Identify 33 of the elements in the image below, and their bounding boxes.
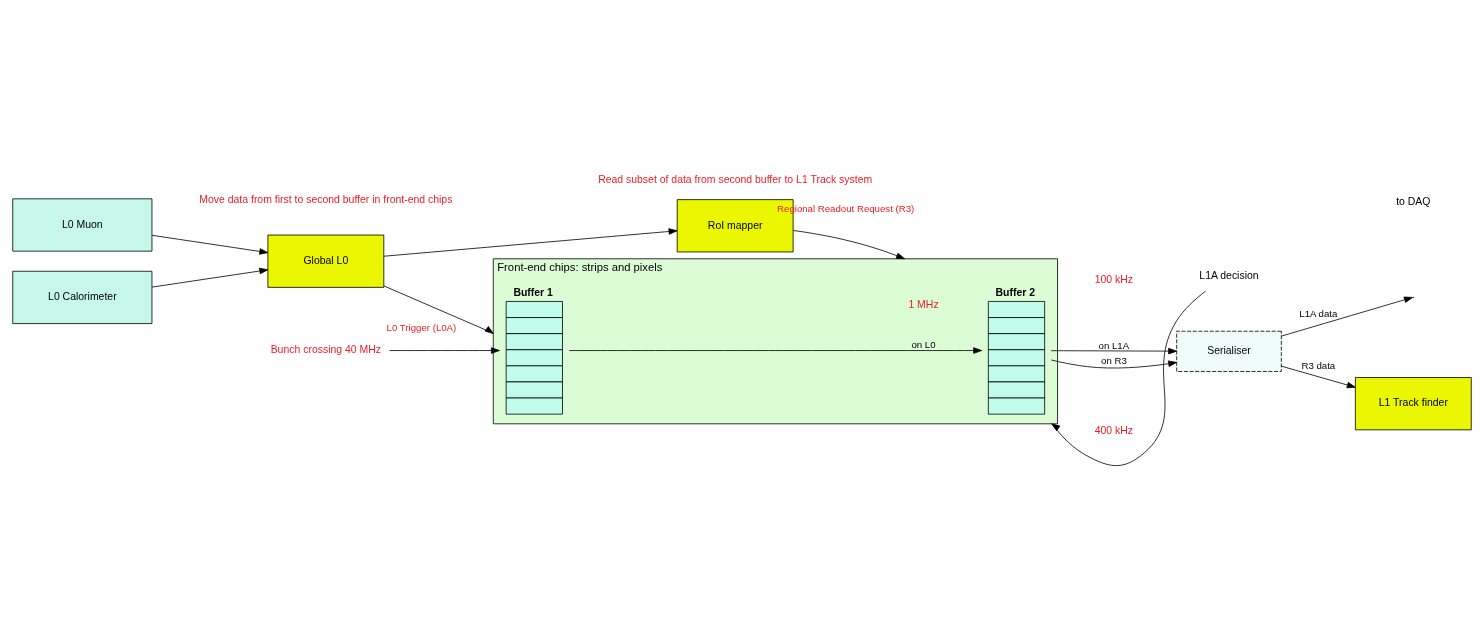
arrow bbox=[151, 267, 269, 288]
arrow bbox=[568, 347, 983, 354]
arrow bbox=[151, 234, 269, 255]
arrow bbox=[1281, 365, 1356, 389]
node-box: Serialiser bbox=[1176, 330, 1282, 372]
node-box: L0 Calorimeter bbox=[12, 270, 153, 324]
node-label: Buffer 2 bbox=[995, 287, 1036, 299]
edge-label: L1A data bbox=[1299, 308, 1338, 320]
edge-label: on L0 bbox=[911, 338, 936, 350]
arrow bbox=[389, 347, 500, 354]
arrow bbox=[383, 228, 678, 257]
label: 1 MHz bbox=[908, 299, 939, 311]
arrow bbox=[383, 285, 494, 334]
node-box: Global L0 bbox=[267, 234, 385, 288]
arrow bbox=[792, 230, 905, 260]
label: Move data from first to second buffer in front-end chips bbox=[199, 193, 453, 205]
label: 400 kHz bbox=[1094, 424, 1134, 436]
arrow bbox=[1281, 296, 1413, 337]
arrow bbox=[1051, 290, 1206, 466]
label: Read subset of data from second buffer to L1 Track system bbox=[598, 174, 873, 186]
node-box: L0 Muon bbox=[12, 198, 153, 252]
edge-label: L0 Trigger (L0A) bbox=[386, 321, 457, 333]
label: 100 kHz bbox=[1094, 274, 1134, 286]
label: to DAQ bbox=[1396, 196, 1431, 208]
arrow bbox=[1050, 347, 1178, 355]
node-text: Bunch crossing 40 MHz bbox=[270, 344, 382, 356]
arrow bbox=[1050, 359, 1178, 369]
edge-label: on R3 bbox=[1101, 354, 1127, 366]
edge-label: R3 data bbox=[1301, 359, 1336, 371]
edge-label: on L1A bbox=[1098, 339, 1130, 351]
node-text: L1A decision bbox=[1199, 270, 1259, 282]
node-box: L1 Track finder bbox=[1354, 377, 1472, 431]
node-label: Buffer 1 bbox=[513, 287, 553, 299]
